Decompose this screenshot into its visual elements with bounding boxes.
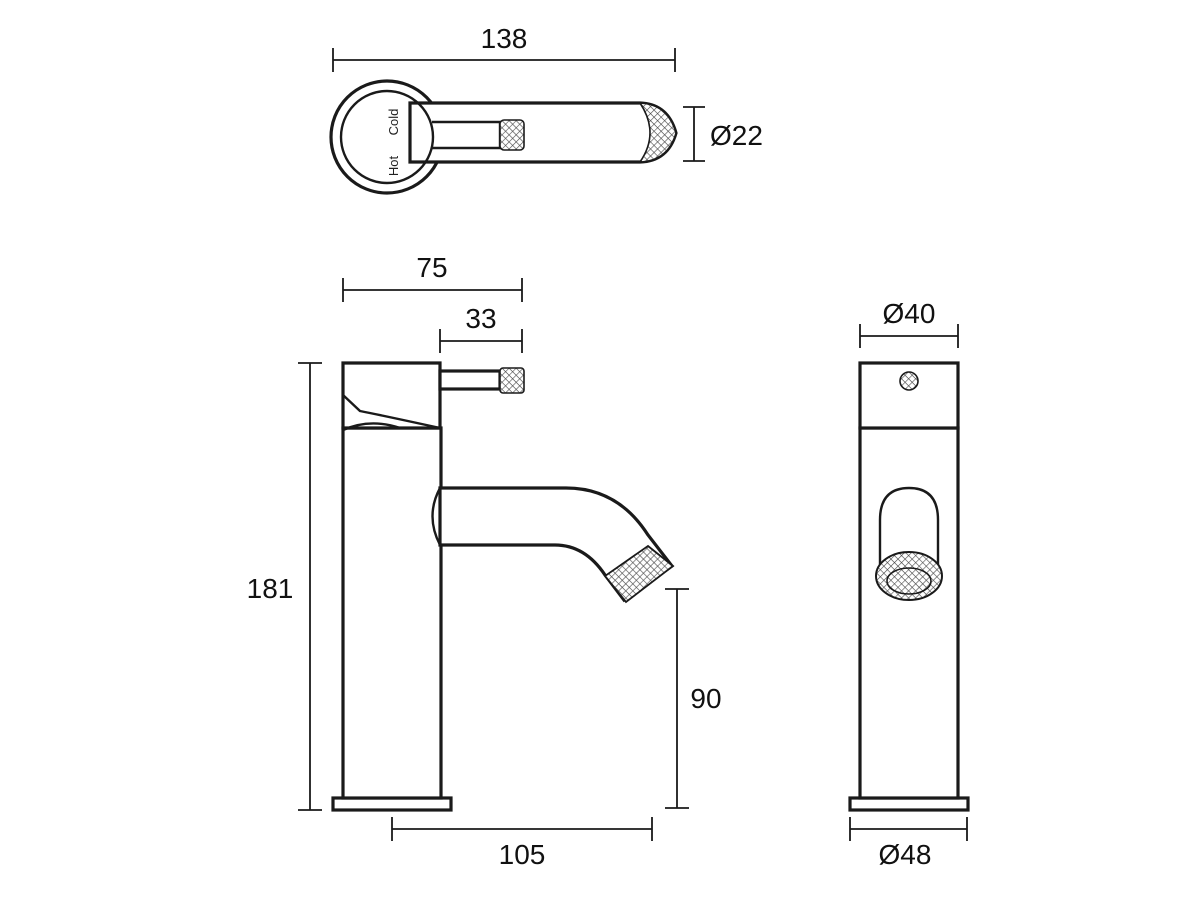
top-handle-tube — [408, 101, 678, 164]
side-base — [331, 796, 453, 812]
hot-marking: Hot — [386, 155, 401, 176]
dim-label-33: 33 — [465, 303, 496, 334]
dimension-lever-length: 33 — [439, 303, 523, 353]
front-lever-end — [899, 371, 919, 391]
top-lever-knurl — [499, 119, 525, 151]
dimension-top-width: 138 — [332, 23, 676, 72]
dim-label-105: 105 — [499, 839, 546, 870]
dimension-base-dia: Ø48 — [849, 817, 968, 870]
dimension-reach: 105 — [391, 817, 653, 870]
side-lever-knurl — [499, 367, 525, 394]
dim-label-90: 90 — [690, 683, 721, 714]
dim-label-138: 138 — [481, 23, 528, 54]
dimension-height: 181 — [247, 362, 322, 811]
dim-label-75: 75 — [416, 252, 447, 283]
side-view — [331, 361, 675, 812]
front-spout — [878, 486, 940, 575]
front-base — [848, 796, 970, 812]
side-handle-underside — [342, 422, 401, 432]
side-lever — [438, 369, 502, 391]
top-inner-disc — [339, 89, 435, 185]
side-handle-wedge — [342, 394, 441, 430]
top-handle-knurl — [638, 102, 677, 163]
top-view: Cold Hot — [329, 79, 678, 195]
front-aerator-inner — [886, 567, 932, 595]
side-aerator-knurl — [603, 544, 675, 604]
cold-marking: Cold — [386, 109, 401, 136]
dimension-handle-dia: Ø22 — [683, 106, 763, 162]
front-column — [858, 426, 960, 800]
dimension-side-width: 75 — [342, 252, 523, 302]
side-spout-collar — [431, 487, 442, 546]
dimension-spout-height: 90 — [665, 588, 722, 809]
dim-label-22: Ø22 — [710, 120, 763, 151]
dim-label-48: Ø48 — [879, 839, 932, 870]
front-view — [848, 361, 970, 812]
dimension-front-width: Ø40 — [859, 298, 959, 348]
dim-label-181: 181 — [247, 573, 294, 604]
side-column — [341, 426, 443, 800]
dim-label-40: Ø40 — [883, 298, 936, 329]
